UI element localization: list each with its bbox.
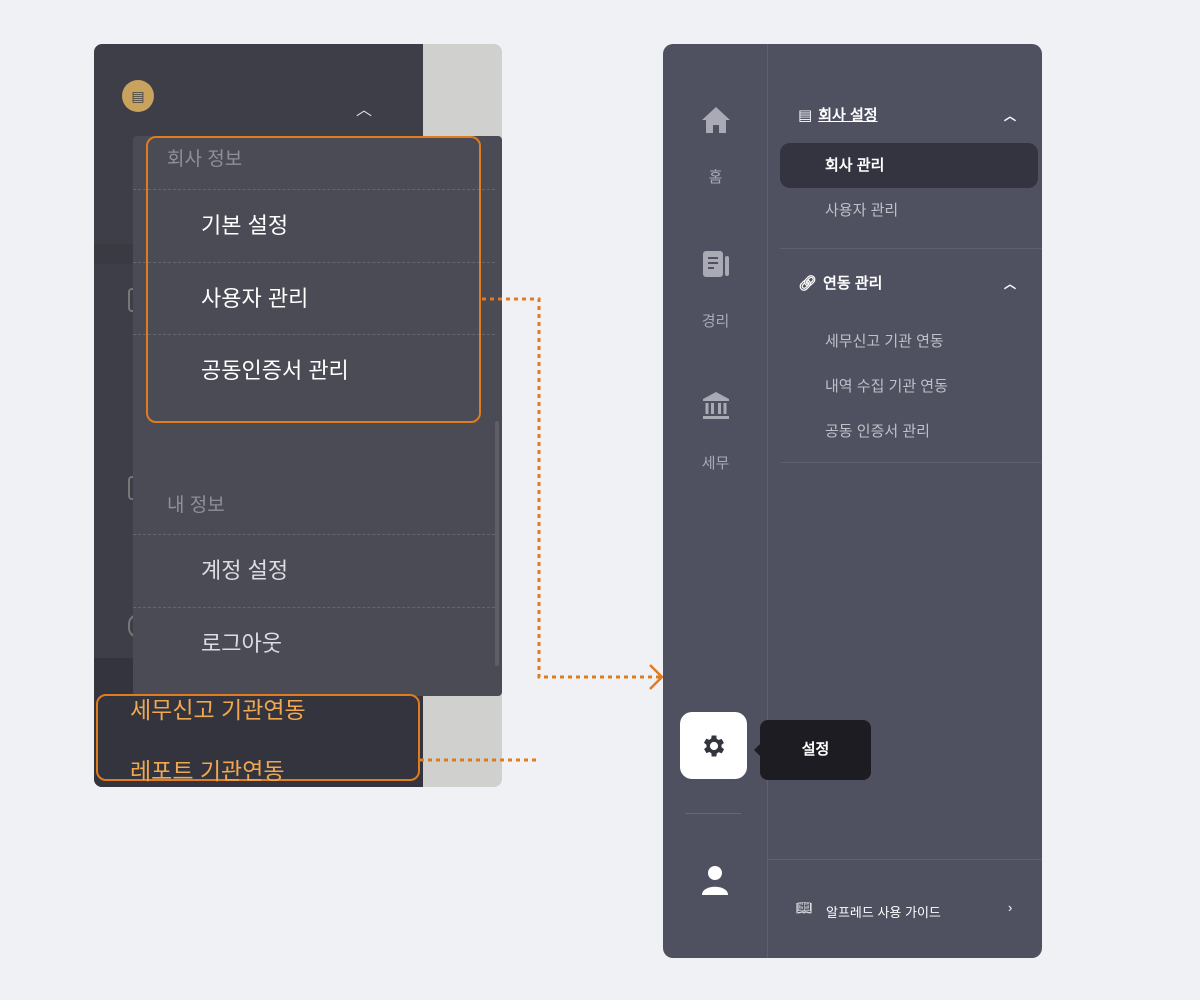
rail-ledger[interactable]: 경리 xyxy=(663,248,768,331)
rail-label: 홈 xyxy=(708,169,723,186)
book-icon: 📖︎ xyxy=(796,900,813,915)
link-icon: 🔗︎ xyxy=(798,275,818,292)
menu-item-certificate[interactable]: 공동인증서 관리 xyxy=(133,334,495,406)
group-company-settings: ▤ 회사 설정 ︿ 회사 관리 사용자 관리 xyxy=(780,101,1038,233)
nav-company-management[interactable]: 회사 관리 xyxy=(780,143,1038,188)
group-header[interactable]: 🔗︎ 연동 관리 ︿ xyxy=(780,269,1038,299)
user-icon[interactable] xyxy=(701,864,729,896)
bank-icon xyxy=(702,392,729,419)
menu-item-user-management[interactable]: 사용자 관리 xyxy=(133,262,495,334)
section-label: 내 정보 xyxy=(167,495,225,516)
chevron-right-icon: › xyxy=(1008,900,1013,915)
rail-label: 경리 xyxy=(701,313,730,330)
report-link[interactable]: 레포트 기관연동 xyxy=(130,758,285,784)
menu-item-logout[interactable]: 로그아웃 xyxy=(133,607,495,679)
gear-icon xyxy=(703,735,724,756)
group-title: 회사 설정 xyxy=(818,107,878,124)
highlight-box: 세무신고 기관연동 레포트 기관연동 xyxy=(96,694,420,784)
settings-tooltip: 설정 xyxy=(754,720,871,780)
rail-home[interactable]: 홈 xyxy=(663,104,768,187)
scrollbar[interactable] xyxy=(495,421,499,666)
home-icon xyxy=(701,107,730,133)
guide-label: 알프레드 사용 가이드 xyxy=(826,905,941,920)
ledger-icon xyxy=(702,251,729,277)
nav-user-management[interactable]: 사용자 관리 xyxy=(825,202,899,219)
rail-label: 세무 xyxy=(701,455,730,472)
group-integration: 🔗︎ 연동 관리 ︿ 세무신고 기관 연동 내역 수집 기관 연동 공동 인증서 관… xyxy=(780,269,1038,454)
nav-certificate[interactable]: 공동 인증서 관리 xyxy=(825,423,930,440)
settings-dropdown: 회사 정보 기본 설정 사용자 관리 공동인증서 관리 내 정보 계정 설정 로… xyxy=(133,136,502,696)
menu-item-account-settings[interactable]: 계정 설정 xyxy=(133,534,495,606)
nav-tax-integration[interactable]: 세무신고 기관 연동 xyxy=(825,333,944,350)
settings-button[interactable] xyxy=(680,712,747,779)
chevron-up-icon[interactable]: ︿ xyxy=(1003,109,1016,123)
rail-tax[interactable]: 세무 xyxy=(663,390,768,473)
guide-link[interactable]: 📖︎ 알프레드 사용 가이드 › xyxy=(768,859,1042,958)
highlight-box xyxy=(146,136,481,423)
icon-rail: 홈 경리 세무 xyxy=(663,44,768,958)
group-header[interactable]: ▤ 회사 설정 ︿ xyxy=(780,101,1038,131)
nav-collection-integration[interactable]: 내역 수집 기관 연동 xyxy=(825,378,948,395)
building-icon: ▤ xyxy=(798,107,813,124)
tax-link[interactable]: 세무신고 기관연동 xyxy=(130,697,306,723)
old-settings-screen: ▤ ︿ 회사 정보 기본 설정 사용자 관리 공동인증서 관리 내 정보 계정 … xyxy=(94,44,502,787)
new-settings-screen: 홈 경리 세무 설정 ▤ 회사 설정 ︿ 회사 관리 사용자 관리 🔗︎ 연동 관리 ︿… xyxy=(663,44,1042,958)
building-icon[interactable]: ▤ xyxy=(122,80,154,112)
group-title: 연동 관리 xyxy=(823,275,883,292)
chevron-up-icon[interactable]: ︿ xyxy=(1003,277,1016,291)
menu-item-basic-settings[interactable]: 기본 설정 xyxy=(133,189,495,261)
chevron-up-icon[interactable]: ︿ xyxy=(356,102,373,119)
section-label: 회사 정보 xyxy=(167,149,243,170)
